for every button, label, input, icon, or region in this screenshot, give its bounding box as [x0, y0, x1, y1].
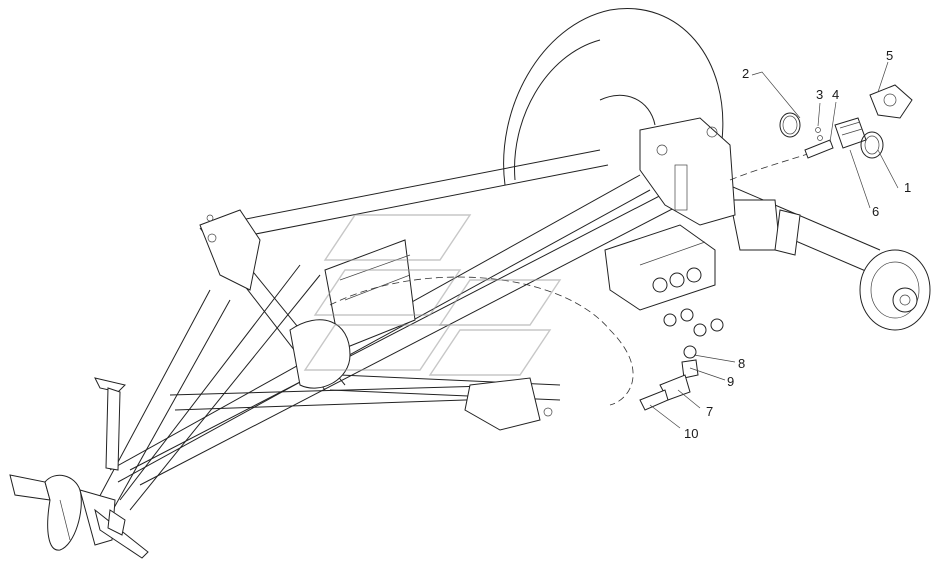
jack-stand — [94, 377, 126, 471]
rear-bracket — [464, 377, 553, 431]
callout-6: 6 — [872, 204, 879, 219]
watermark-logo — [303, 214, 562, 376]
axle-assembly — [699, 174, 931, 331]
hitch-coupler — [9, 474, 149, 559]
callout-8: 8 — [738, 356, 745, 371]
exploded-coupler-parts — [779, 84, 913, 159]
callout-7: 7 — [706, 404, 713, 419]
upper-bracket — [639, 117, 736, 226]
front-bracket-left — [199, 209, 261, 291]
hose-routing — [329, 149, 821, 406]
hydraulic-valve-block — [604, 224, 724, 337]
callout-10: 10 — [684, 426, 698, 441]
callout-2: 2 — [742, 66, 749, 81]
callout-4: 4 — [832, 87, 839, 102]
callout-labels: 1 2 3 4 5 6 7 8 9 10 — [684, 48, 911, 441]
leader-lines — [649, 61, 899, 429]
callout-9: 9 — [727, 374, 734, 389]
hose-fitting-group — [639, 345, 699, 411]
callout-5: 5 — [886, 48, 893, 63]
wheel-tire — [503, 8, 724, 186]
callout-1: 1 — [904, 180, 911, 195]
center-crossmember — [289, 239, 416, 389]
callout-3: 3 — [816, 87, 823, 102]
